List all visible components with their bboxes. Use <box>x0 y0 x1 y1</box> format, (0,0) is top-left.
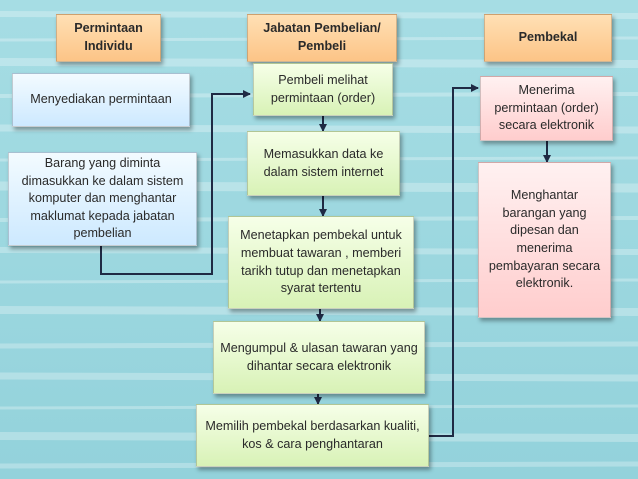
step-memasukkan-data: Memasukkan data ke dalam sistem internet <box>247 131 400 196</box>
header-permintaan-individu: Permintaan Individu <box>56 14 161 62</box>
step-barang-dimasukkan: Barang yang diminta dimasukkan ke dalam … <box>8 152 197 246</box>
step-menyediakan-permintaan: Menyediakan permintaan <box>12 73 190 127</box>
step-mengumpul-ulasan: Mengumpul & ulasan tawaran yang dihantar… <box>213 321 425 394</box>
step-memilih-pembekal: Memilih pembekal berdasarkan kualiti, ko… <box>196 404 429 467</box>
header-pembekal: Pembekal <box>484 14 612 62</box>
header-jabatan-pembelian: Jabatan Pembelian/ Pembeli <box>247 14 397 62</box>
step-menerima-permintaan: Menerima permintaan (order) secara elekt… <box>480 76 613 141</box>
step-pembeli-melihat: Pembeli melihat permintaan (order) <box>253 63 393 116</box>
step-menetapkan-pembekal: Menetapkan pembekal untuk membuat tawara… <box>228 216 414 309</box>
step-menghantar-barangan: Menghantar barangan yang dipesan dan men… <box>478 162 611 318</box>
